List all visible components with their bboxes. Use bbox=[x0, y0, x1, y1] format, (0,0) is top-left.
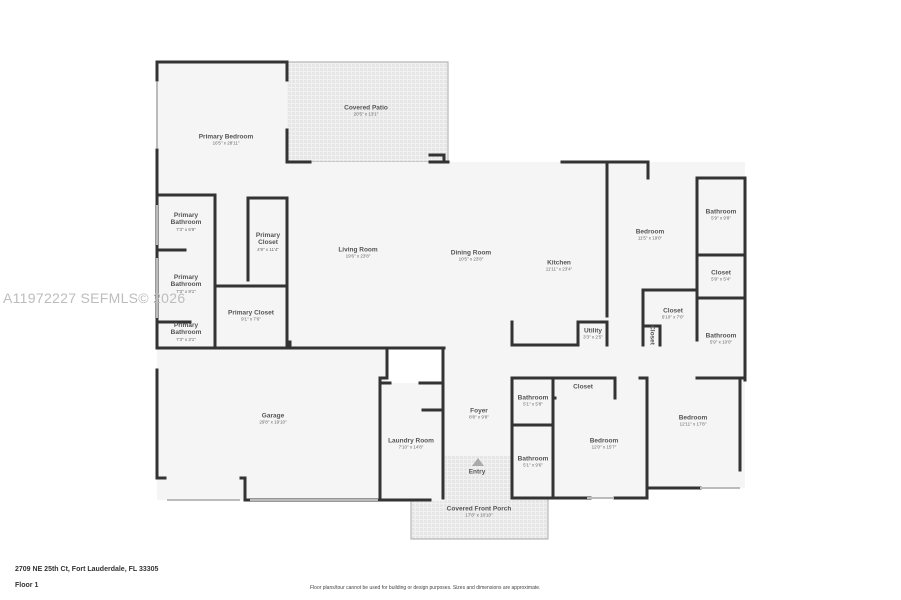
floor-label: Floor 1 bbox=[15, 582, 39, 589]
disclaimer: Floor plans/tour cannot be used for buil… bbox=[310, 585, 541, 591]
watermark: A11972227 SEFMLS© 2026 bbox=[3, 290, 186, 306]
entry-arrow-icon bbox=[472, 458, 484, 466]
room-closet-4: Closet bbox=[573, 383, 593, 391]
property-address: 2709 NE 25th Ct, Fort Lauderdale, FL 333… bbox=[15, 566, 159, 573]
room-entry: Entry bbox=[468, 468, 486, 476]
room-closet-3: Closet bbox=[648, 325, 656, 345]
covered-patio-area bbox=[285, 61, 449, 163]
